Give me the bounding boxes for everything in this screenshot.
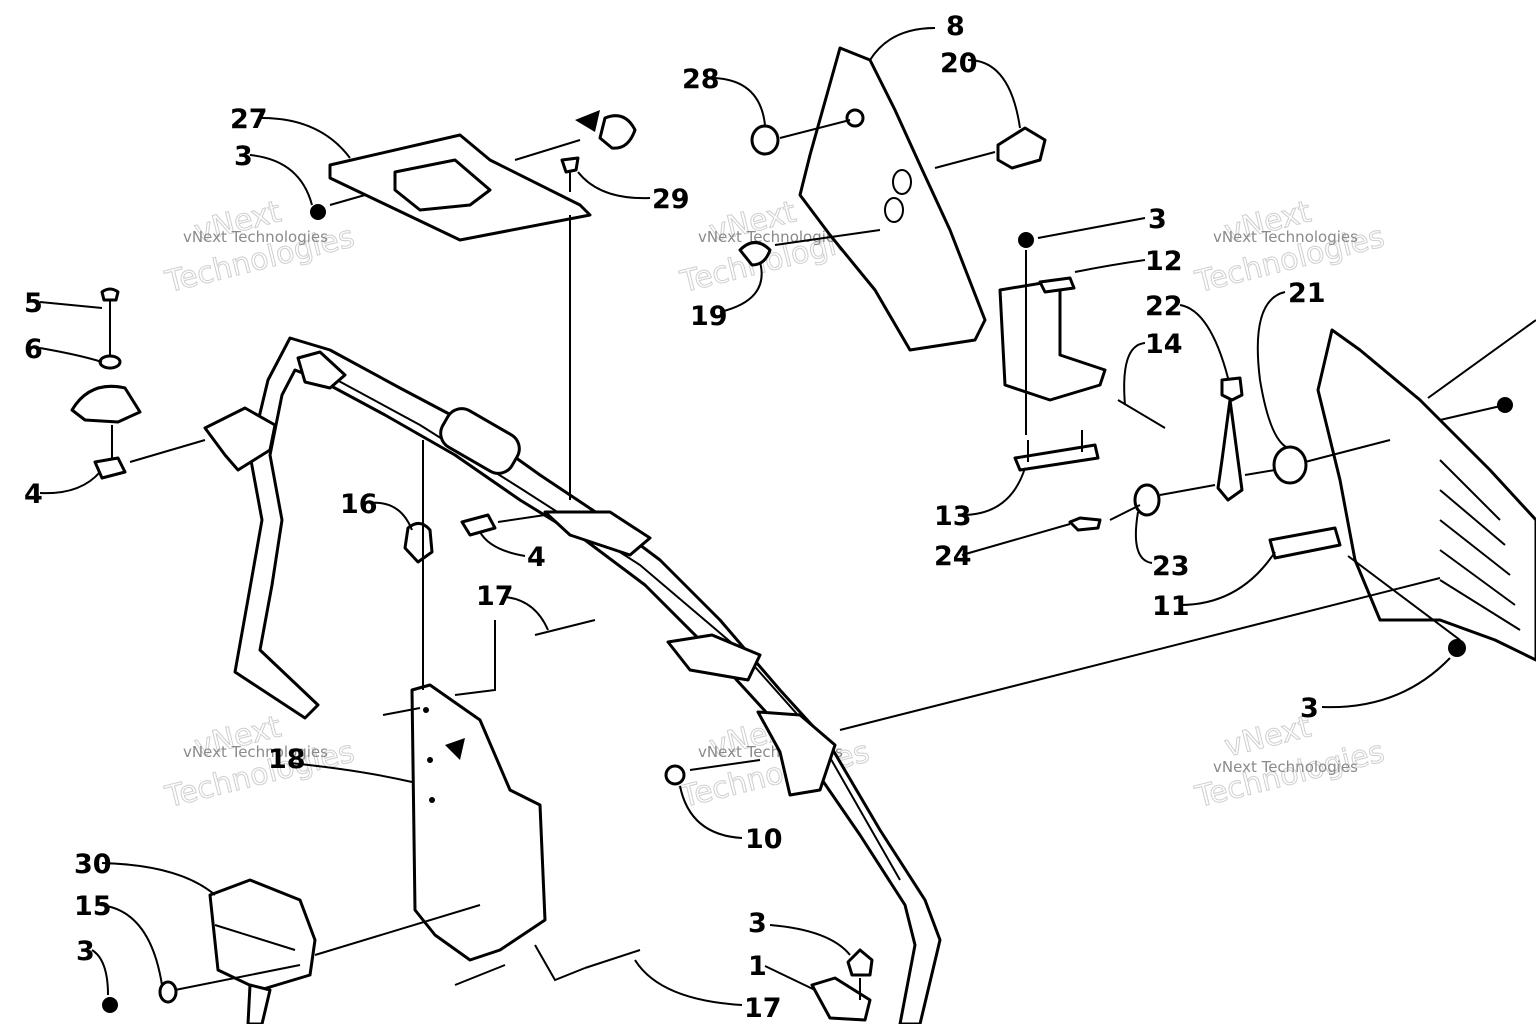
callout-label-14: 14	[1145, 329, 1183, 360]
callout-label-8: 8	[946, 11, 965, 42]
callout-label-18: 18	[268, 744, 306, 775]
watermark-small-text: vNext Technologies	[698, 228, 843, 246]
callout-label-22: 22	[1145, 291, 1183, 322]
callout-label-12: 12	[1145, 246, 1183, 277]
callout-label-5: 5	[24, 288, 43, 319]
assembly-lines	[109, 119, 1536, 1000]
watermark-small-text: vNext Technologies	[1213, 228, 1358, 246]
callout-label-3: 3	[234, 141, 253, 172]
callout-label-23: 23	[1152, 551, 1190, 582]
callout-label-3: 3	[76, 936, 95, 967]
callout-label-4: 4	[527, 542, 546, 573]
callout-label-1: 1	[748, 951, 767, 982]
callout-labels: 8 20 28 27 3 29 19 3 12 22 21 14 5 6 4 1…	[24, 11, 1326, 1024]
watermark-bottom-right: vNext Technologies	[1191, 709, 1388, 816]
callout-label-28: 28	[682, 64, 720, 95]
callout-label-29: 29	[652, 184, 690, 215]
plate-18	[410, 683, 547, 962]
callout-label-6: 6	[24, 334, 43, 365]
callout-label-3: 3	[1148, 204, 1167, 235]
small-parts	[70, 110, 1513, 1013]
callout-label-24: 24	[934, 541, 972, 572]
plate-27	[328, 133, 592, 242]
main-frame-bar	[203, 336, 942, 1024]
callout-label-20: 20	[940, 48, 978, 79]
callout-leaders	[39, 27, 1451, 1006]
callout-label-30: 30	[74, 849, 112, 880]
callout-label-17: 17	[476, 581, 514, 612]
module-30	[208, 878, 317, 1024]
watermark-small-text: vNext Technologies	[183, 228, 328, 246]
callout-label-3: 3	[1300, 693, 1319, 724]
callout-label-4: 4	[24, 479, 43, 510]
callout-label-15: 15	[74, 891, 112, 922]
callout-label-21: 21	[1288, 278, 1326, 309]
bracket-12	[998, 276, 1107, 402]
callout-label-16: 16	[340, 489, 378, 520]
callout-label-27: 27	[230, 104, 268, 135]
watermark-small-text: vNext Technologies	[183, 743, 328, 761]
callout-label-17: 17	[744, 993, 782, 1024]
callout-label-10: 10	[745, 824, 783, 855]
right-side-panel	[1316, 328, 1536, 662]
bracket-8	[798, 46, 987, 352]
callout-label-3: 3	[748, 908, 767, 939]
callout-label-11: 11	[1152, 591, 1190, 622]
watermark-small-text: vNext Technologies	[1213, 758, 1358, 776]
callout-label-13: 13	[934, 501, 972, 532]
callout-label-19: 19	[690, 301, 728, 332]
